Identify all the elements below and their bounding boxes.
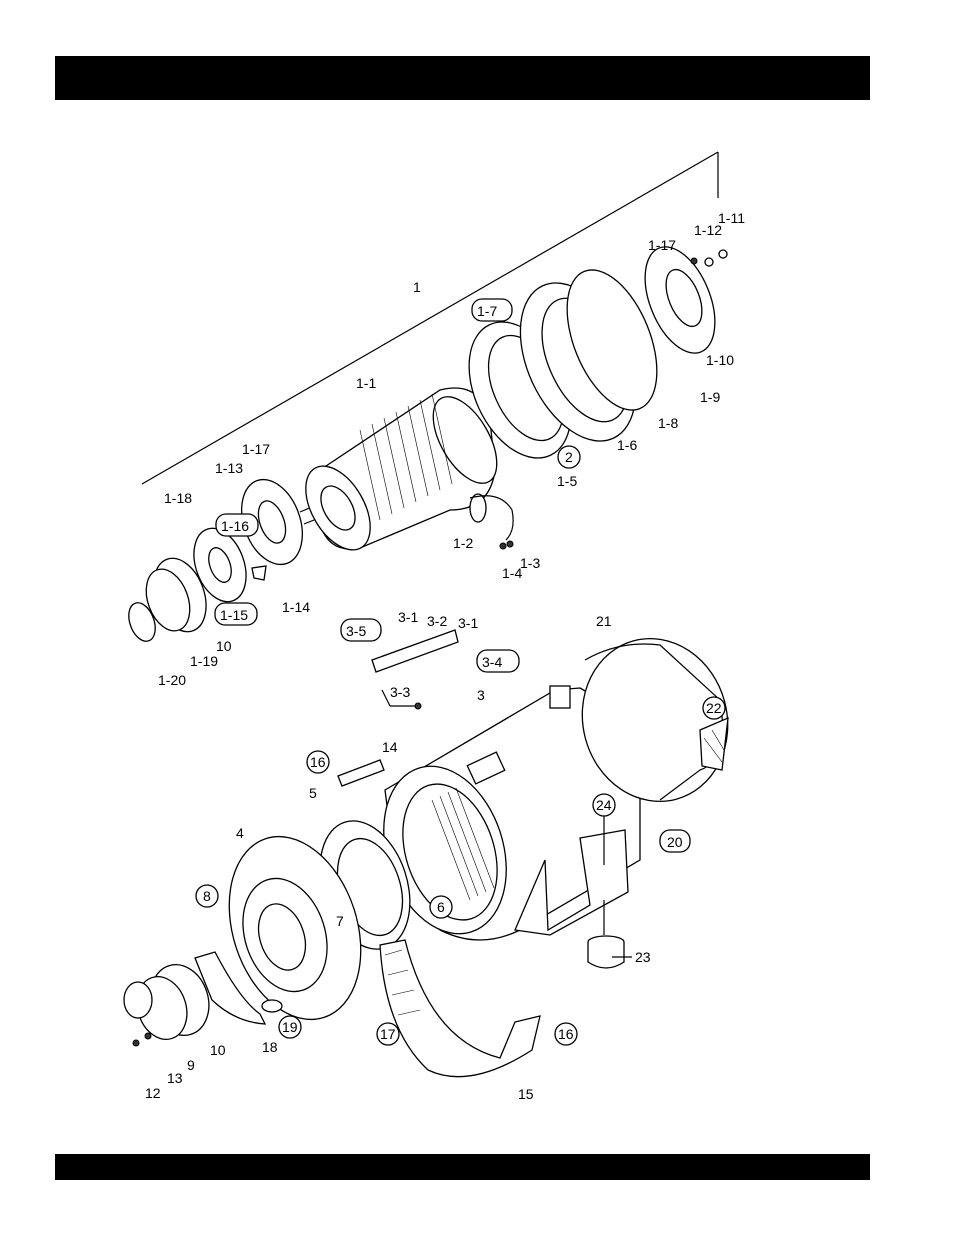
label-item-2: 2 <box>565 449 573 465</box>
label-exciter-5: 5 <box>309 785 317 801</box>
label-cap-1-19: 1-19 <box>190 653 218 669</box>
label-item-17: 17 <box>380 1026 396 1042</box>
label-retainer-1-15: 1-15 <box>220 607 248 623</box>
label-fan-1-5: 1-5 <box>557 473 577 489</box>
label-terminal-3-1-a: 3-1 <box>398 609 418 625</box>
label-washer-1-3: 1-3 <box>520 555 540 571</box>
label-plate-1-9: 1-9 <box>700 389 720 405</box>
label-washer-1-17-top: 1-17 <box>648 237 676 253</box>
label-washer-13: 13 <box>167 1070 183 1086</box>
label-terminal-3-3: 3-3 <box>390 684 410 700</box>
label-terminal-3-2: 3-2 <box>427 613 447 629</box>
label-spring-1-14: 1-14 <box>282 599 310 615</box>
label-item-7: 7 <box>336 913 344 929</box>
label-bolt-1-7: 1-7 <box>477 303 497 319</box>
label-item-16-top: 16 <box>310 754 326 770</box>
label-item-8: 8 <box>203 888 211 904</box>
label-washer-1-17-left: 1-17 <box>242 441 270 457</box>
label-item-24: 24 <box>596 797 612 813</box>
label-bolt-12: 12 <box>145 1085 161 1101</box>
label-main-assembly: 1 <box>413 279 421 295</box>
label-strap-15: 15 <box>518 1086 534 1102</box>
label-frame-3: 3 <box>477 687 485 703</box>
label-bearing-1-13: 1-13 <box>215 460 243 476</box>
label-cover-1-18: 1-18 <box>164 490 192 506</box>
label-item-20: 20 <box>667 834 683 850</box>
label-disc-1-8: 1-8 <box>658 415 678 431</box>
label-rotor: 1-1 <box>356 375 376 391</box>
label-ring-1-20: 1-20 <box>158 672 186 688</box>
label-item-19: 19 <box>282 1019 298 1035</box>
label-item-10-left: 10 <box>216 638 232 654</box>
label-plate-14: 14 <box>382 739 398 755</box>
frame-assembly-drawing <box>124 622 746 1077</box>
label-item-6: 6 <box>437 899 445 915</box>
label-terminal-3-1-b: 3-1 <box>458 615 478 631</box>
label-cap-9: 9 <box>187 1057 195 1073</box>
label-bolt-1-4: 1-4 <box>502 565 522 581</box>
label-bolt-1-11: 1-11 <box>718 210 745 226</box>
label-screen-21: 21 <box>596 613 612 629</box>
label-mount-23: 23 <box>635 949 651 965</box>
label-terminal-3-5: 3-5 <box>346 623 366 639</box>
label-item-10-bottom: 10 <box>210 1042 226 1058</box>
rotor-assembly-drawing <box>124 237 729 645</box>
label-strap-18: 18 <box>262 1039 278 1055</box>
label-item-16-bottom: 16 <box>558 1026 574 1042</box>
label-plate: 1-2 <box>453 535 473 551</box>
label-flange-1-6: 1-6 <box>617 437 637 453</box>
label-bracket-4: 4 <box>236 825 244 841</box>
label-washer-1-12: 1-12 <box>694 222 722 238</box>
label-coupling-1-10: 1-10 <box>706 352 734 368</box>
label-terminal-3-4: 3-4 <box>482 654 502 670</box>
label-item-22: 22 <box>706 700 722 716</box>
label-bearing-1-16: 1-16 <box>221 518 249 534</box>
